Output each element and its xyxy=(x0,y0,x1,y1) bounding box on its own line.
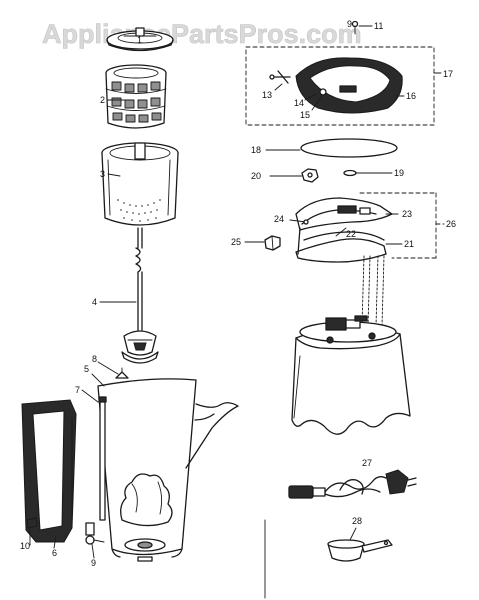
wiring-guides xyxy=(361,255,385,327)
callout-23: 23 xyxy=(402,209,412,219)
callout-1: 1 xyxy=(137,35,142,45)
callout-2: 2 xyxy=(100,95,105,105)
callout-14: 14 xyxy=(294,98,304,108)
part-25-nut xyxy=(244,235,281,251)
callout-17: 17 xyxy=(443,69,453,79)
callouts-right: 9 11 17 13 14 15 16 18 20 19 24 23 26 22… xyxy=(231,19,456,526)
callout-24: 24 xyxy=(274,214,284,224)
callout-5: 5 xyxy=(84,364,89,374)
callout-25: 25 xyxy=(231,237,241,247)
part-20-nut xyxy=(269,168,319,183)
part-16-base-plate xyxy=(295,57,403,114)
part-7-gauge-glass xyxy=(98,396,107,521)
callout-9b: 9 xyxy=(91,558,96,568)
callout-27: 27 xyxy=(362,458,372,468)
leader-lines-left xyxy=(29,99,137,559)
assembly-17-box xyxy=(245,46,435,126)
callout-16: 16 xyxy=(406,91,416,101)
part-9-fitting xyxy=(85,522,105,545)
callout-11: 11 xyxy=(374,21,383,31)
part-22-element-assembly xyxy=(289,197,403,263)
callout-26: 26 xyxy=(446,219,456,229)
part-6-handle xyxy=(21,399,77,543)
part-28-measuring-cup xyxy=(327,527,393,562)
assembly-26-bracket xyxy=(359,192,445,259)
callout-21: 21 xyxy=(404,239,414,249)
part-13-screws xyxy=(269,70,291,84)
part-1-basket-lid xyxy=(106,27,174,52)
callout-8: 8 xyxy=(92,354,97,364)
callout-19: 19 xyxy=(394,168,404,178)
callout-7: 7 xyxy=(75,385,80,395)
callout-15: 15 xyxy=(300,110,310,120)
part-19-washer xyxy=(343,169,393,177)
callout-18: 18 xyxy=(251,145,261,155)
part-18-gasket xyxy=(265,138,398,158)
callout-20: 20 xyxy=(251,171,261,181)
watermark: AppliancePartsPros.com xyxy=(42,19,362,49)
part-27-power-cord xyxy=(288,469,417,499)
callout-6: 6 xyxy=(52,548,57,558)
callout-3: 3 xyxy=(100,169,105,179)
base-housing xyxy=(291,315,411,435)
part-10-screw xyxy=(26,517,38,529)
part-2-coffee-basket xyxy=(105,64,167,129)
callouts-left: 1 2 3 4 5 8 7 6 9 10 xyxy=(20,35,142,568)
callout-28: 28 xyxy=(352,516,362,526)
leader-lines-box xyxy=(274,83,405,111)
part-4-pump-stem xyxy=(121,227,159,364)
callout-9: 9 xyxy=(347,19,352,29)
callout-13: 13 xyxy=(262,90,272,100)
part-5-pot-body xyxy=(97,367,239,562)
callout-4: 4 xyxy=(92,297,97,307)
callout-10: 10 xyxy=(20,541,30,551)
part-3-basket xyxy=(101,142,179,226)
callout-22: 22 xyxy=(346,229,356,239)
part-11-screw xyxy=(351,20,373,35)
